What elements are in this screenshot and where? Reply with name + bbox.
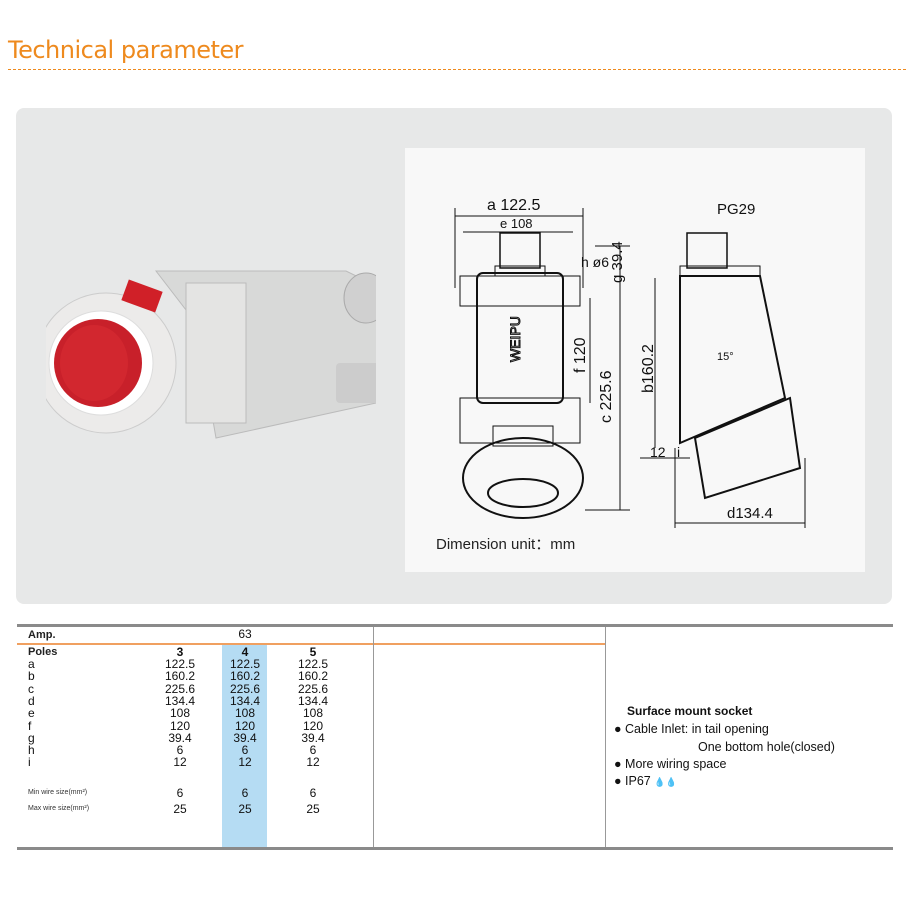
cell-5-poles: 134.4 <box>297 693 329 708</box>
row-label: e <box>28 706 35 721</box>
dim-g: g 39.4 <box>609 241 626 283</box>
bullet-cable-inlet: ● Cable Inlet: in tail opening <box>614 722 769 736</box>
cell-4-poles: 6 <box>241 743 249 758</box>
dim-a: a 122.5 <box>487 197 541 214</box>
water-drops-icon: 💧💧 <box>654 777 677 787</box>
row-label: h <box>28 743 35 758</box>
description-heading: Surface mount socket <box>627 704 753 718</box>
cell-5-poles: 6 <box>309 743 317 758</box>
row-label: a <box>28 657 35 671</box>
cell-4-poles: 39.4 <box>233 730 257 745</box>
bullet-text: More wiring space <box>625 757 727 771</box>
row-label: i <box>28 755 31 770</box>
cell-3-poles: 225.6 <box>164 681 196 696</box>
poles-3: 3 <box>176 645 184 659</box>
cell-4-poles: 120 <box>234 718 256 733</box>
page-title: Technical parameter <box>8 36 244 64</box>
cell-5-poles: 122.5 <box>297 657 329 671</box>
poles-label: Poles <box>28 646 58 658</box>
row-label: b <box>28 669 35 684</box>
cell-3-poles: 122.5 <box>164 657 196 671</box>
max-wire-4: 25 <box>238 802 252 816</box>
poles-4: 4 <box>241 645 249 659</box>
dim-c: c 225.6 <box>598 370 615 423</box>
dashed-divider <box>8 69 906 70</box>
dim-angle: 15° <box>717 351 734 363</box>
cell-3-poles: 12 <box>173 755 187 770</box>
row-label: d <box>28 693 35 708</box>
cell-5-poles: 225.6 <box>297 681 329 696</box>
dim-d: d134.4 <box>727 505 773 522</box>
cell-3-poles: 120 <box>169 718 191 733</box>
cell-4-poles: 108 <box>234 706 256 721</box>
max-wire-label: Max wire size(mm²) <box>28 805 90 812</box>
row-label: g <box>28 730 35 745</box>
column-divider <box>605 627 606 847</box>
cell-5-poles: 12 <box>306 755 320 770</box>
dimension-unit: Dimension unit：mm <box>436 536 576 553</box>
cell-3-poles: 134.4 <box>164 693 196 708</box>
cable-inlet-line2: One bottom hole(closed) <box>698 740 835 754</box>
table-top-border <box>17 624 893 627</box>
cell-4-poles: 225.6 <box>229 681 261 696</box>
min-wire-4: 6 <box>241 786 249 800</box>
cell-3-poles: 108 <box>169 706 191 721</box>
poles-5: 5 <box>309 645 317 659</box>
weipu-logo: WEIPU <box>507 316 524 363</box>
cell-3-poles: 6 <box>176 743 184 758</box>
bullet-text: IP67 <box>625 774 651 788</box>
min-wire-3: 6 <box>176 786 184 800</box>
column-divider <box>373 627 374 847</box>
row-label: f <box>28 718 32 733</box>
dim-i: i <box>677 444 681 460</box>
dim-b: b160.2 <box>640 344 657 393</box>
cell-4-poles: 134.4 <box>229 693 261 708</box>
cell-4-poles: 160.2 <box>229 669 261 684</box>
dim-i-value: 12 <box>650 444 666 460</box>
max-wire-5: 25 <box>306 802 320 816</box>
min-wire-5: 6 <box>309 786 317 800</box>
amp-label: Amp. <box>28 629 56 641</box>
cell-3-poles: 39.4 <box>168 730 192 745</box>
highlight-column <box>222 645 267 847</box>
cell-5-poles: 39.4 <box>301 730 325 745</box>
dim-h: h ø6 <box>581 254 610 270</box>
amp-value: 63 <box>238 627 252 641</box>
row-label: c <box>28 681 34 696</box>
bullet-ip67: ● IP67 💧💧 <box>614 774 677 788</box>
cell-5-poles: 160.2 <box>297 669 329 684</box>
table-bottom-border <box>17 847 893 850</box>
bullet-wiring-space: ● More wiring space <box>614 757 727 771</box>
dim-e: e 108 <box>500 216 533 231</box>
product-photo <box>46 270 376 439</box>
dim-pg: PG29 <box>717 201 756 218</box>
dim-f: f 120 <box>572 337 589 373</box>
min-wire-label: Min wire size(mm²) <box>28 789 88 796</box>
max-wire-3: 25 <box>173 802 187 816</box>
cell-5-poles: 120 <box>302 718 324 733</box>
cell-4-poles: 122.5 <box>229 657 261 671</box>
dimension-drawing: a 122.5 e 108 h ø6 g 39.4 f 120 c 225.6 … <box>405 148 865 572</box>
bullet-text: Cable Inlet: in tail opening <box>625 722 769 736</box>
cell-4-poles: 12 <box>238 755 252 770</box>
cell-3-poles: 160.2 <box>164 669 196 684</box>
cell-5-poles: 108 <box>302 706 324 721</box>
table-header-divider <box>17 643 605 645</box>
